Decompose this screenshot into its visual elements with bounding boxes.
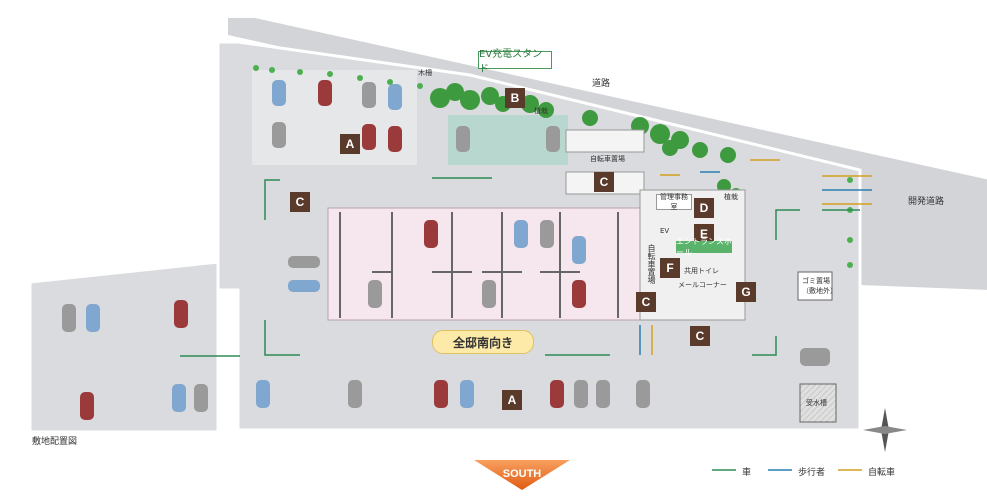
marker-b[interactable]: B [505,88,525,108]
plant-bed-label: 植栽 [534,107,548,115]
site-plan-label: 敷地配置図 [32,437,78,447]
cars-top [272,80,560,152]
plant-bed-label-2: 植栽 [724,193,738,201]
car-arrows [180,177,860,357]
south-arrow-icon [474,460,570,490]
south-label: SOUTH [502,468,542,480]
marker-a-south[interactable]: A [502,390,522,410]
garbage-label: ゴミ置場 [802,277,830,285]
dev-road-label: 開発道路 [908,197,945,207]
road-north-label: 道路 [592,79,611,89]
shared-toilet-label: 共用トイレ [684,267,719,275]
marker-d[interactable]: D [694,198,714,218]
bicycle-arrows [651,159,872,355]
building-core [639,189,746,321]
legend-bicycle: 自転車 [868,468,896,478]
garbage-sub-label: （敷地外） [802,287,837,295]
marker-f[interactable]: F [660,258,680,278]
marker-g[interactable]: G [736,282,756,302]
ev-stand-label: EV充電スタンド [478,49,552,75]
site-ground-west [28,260,220,434]
cars-bottom [62,300,830,420]
manager-office-label: 管理事務室 [656,193,692,211]
water-tank-label: 受水槽 [806,399,827,407]
building-columns [339,212,619,318]
marker-c-west[interactable]: C [290,192,310,212]
garbage-area [797,271,833,301]
compass-icon [863,408,907,452]
marker-e[interactable]: E [694,224,714,244]
marker-c-south[interactable]: C [690,326,710,346]
bicycle-parking-label: 自転車置場 [590,155,625,163]
mail-corner-label: メールコーナー [678,281,727,289]
water-tank-area [799,383,837,423]
marker-c-core[interactable]: C [636,292,656,312]
ev-label: EV [660,227,670,235]
cars-building [288,220,586,308]
marker-c-bicycle[interactable]: C [594,172,614,192]
fence-label: 木柵 [418,69,432,77]
bicycle-rack-1 [565,129,645,153]
all-south-badge: 全邸南向き [432,330,534,354]
entrance-hall-label: エントランスホール [676,237,732,257]
dev-road [860,170,987,290]
pedestrian-arrows [639,171,872,355]
legend-car: 車 [742,468,752,478]
legend-pedestrian: 歩行者 [798,468,826,478]
marker-a-north[interactable]: A [340,134,360,154]
bicycle-vertical-label: 自転車置場 [647,244,656,284]
trees-north [430,83,742,200]
